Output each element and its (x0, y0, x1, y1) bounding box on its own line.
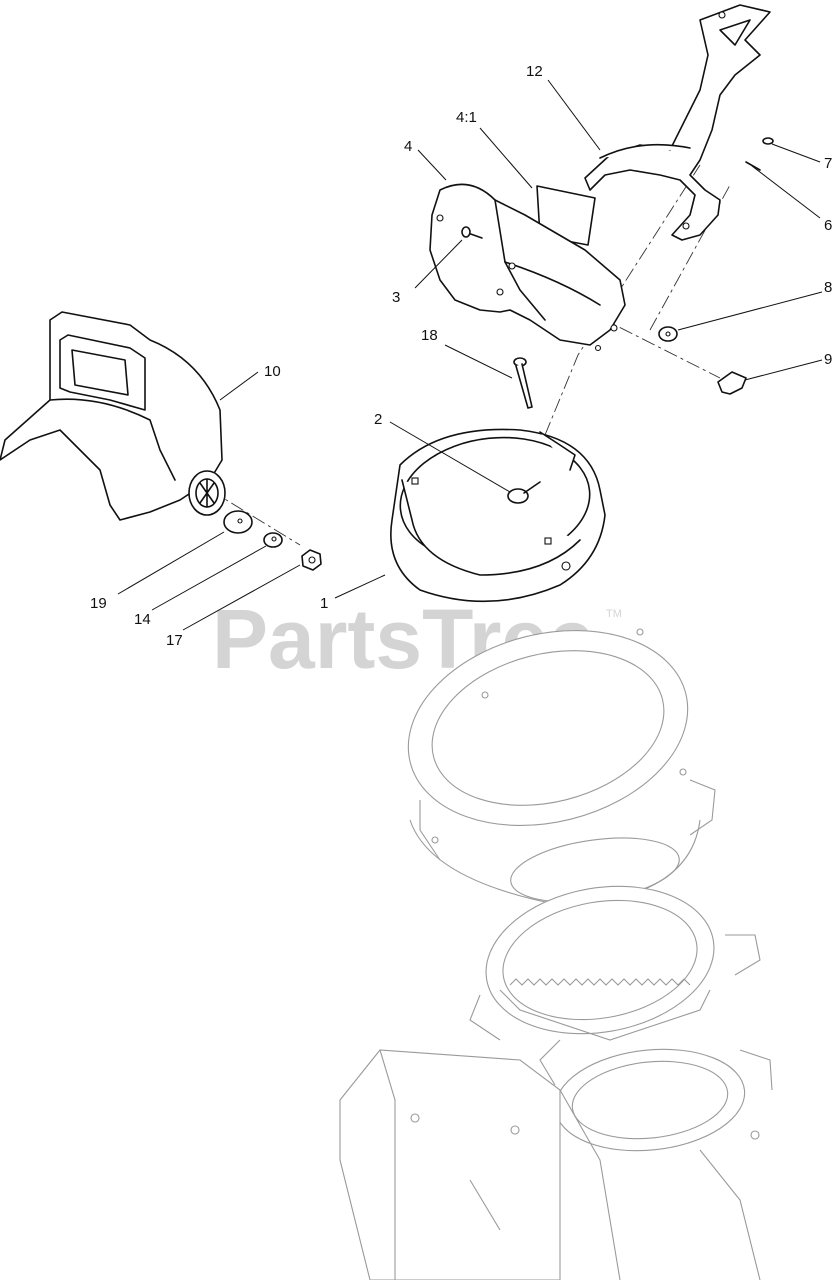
part-1-chute-ring (390, 428, 606, 603)
callout-18: 18 (421, 327, 438, 344)
part-9-clip (717, 371, 747, 395)
part-14-handle-bracket (584, 4, 771, 241)
leader-lines (117, 79, 823, 631)
callout-1: 1 (320, 595, 328, 612)
callout-3: 3 (392, 289, 400, 306)
part-19-washer (223, 510, 253, 534)
part-8-washer (658, 326, 678, 342)
callout-2: 2 (374, 411, 382, 428)
callout-labels: 12 4:1 4 7 6 3 8 9 10 18 2 1 19 14 17 (90, 63, 832, 649)
part-7-pin (762, 137, 774, 145)
part-2-carriage-bolt (507, 481, 541, 504)
part-6-pin (745, 161, 761, 171)
ghost-housing-assembly (339, 628, 773, 1280)
callout-7: 7 (824, 155, 832, 172)
part-4-deflector (429, 183, 626, 352)
part-10-cover (0, 311, 226, 521)
callout-4: 4 (404, 138, 412, 155)
callout-9: 9 (824, 351, 832, 368)
callout-6: 6 (824, 217, 832, 234)
callout-17: 17 (166, 632, 183, 649)
callout-19: 19 (90, 595, 107, 612)
callout-8: 8 (824, 279, 832, 296)
watermark-trademark: TM (606, 608, 622, 620)
part-17-nut (301, 549, 322, 571)
callout-14: 12 (526, 63, 543, 80)
callout-10: 10 (264, 363, 281, 380)
part-18-screw (513, 357, 533, 409)
callout-4-1: 4:1 (456, 109, 477, 126)
part-12-washer (263, 532, 283, 548)
callout-12: 14 (134, 611, 151, 628)
part-3-bolt (461, 226, 483, 239)
